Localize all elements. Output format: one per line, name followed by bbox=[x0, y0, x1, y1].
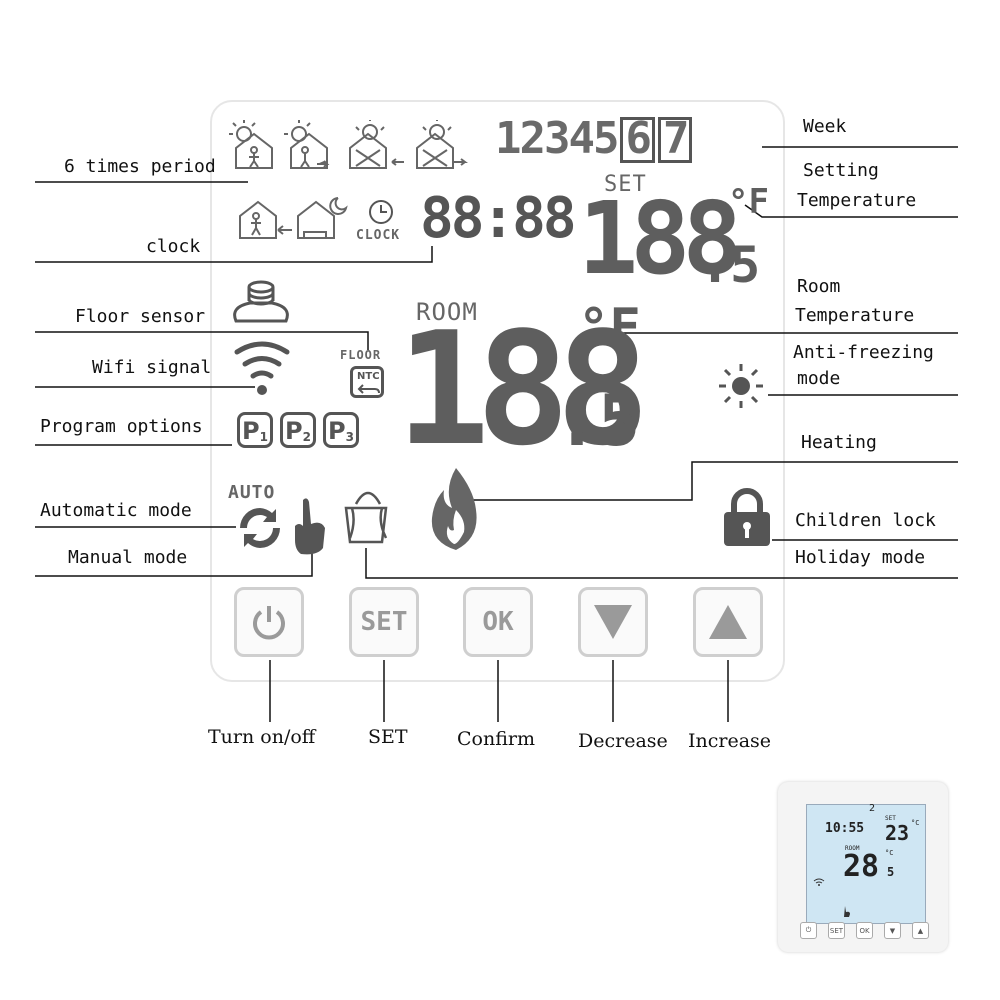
set-unit: °F bbox=[728, 182, 769, 222]
photo-set-unit: °C bbox=[911, 819, 920, 827]
label-increase: Increase bbox=[688, 730, 772, 752]
label-program-options: Program options bbox=[40, 416, 203, 437]
label-six-times-period: 6 times period bbox=[64, 156, 216, 177]
set-button[interactable]: SET bbox=[349, 587, 419, 657]
ok-button[interactable]: OK bbox=[463, 587, 533, 657]
auto-label: AUTO bbox=[228, 482, 276, 503]
room-decimal: .5 bbox=[556, 380, 641, 462]
photo-set-button: SET bbox=[828, 922, 845, 939]
photo-hand-icon bbox=[844, 906, 850, 917]
line-heating bbox=[468, 461, 958, 501]
set-button-label: SET bbox=[360, 607, 408, 637]
power-icon bbox=[253, 606, 285, 640]
room-unit: °F bbox=[578, 298, 641, 358]
ok-button-label: OK bbox=[482, 607, 514, 637]
wifi-icon bbox=[234, 341, 290, 395]
set-decimal: .5 bbox=[700, 236, 761, 294]
ntc-arrow-icon bbox=[357, 384, 380, 394]
clock-icon bbox=[369, 200, 393, 224]
photo-screen: 2 10:55 SET 23 °C ROOM 28 5 °C bbox=[806, 803, 926, 924]
photo-wifi-icon bbox=[813, 878, 825, 886]
photo-set-label: SET bbox=[885, 815, 896, 822]
lock-icon bbox=[724, 488, 770, 546]
photo-room-label: ROOM bbox=[845, 845, 860, 852]
sun-house-icon bbox=[229, 120, 273, 169]
label-set-temperature: Temperature bbox=[797, 190, 917, 211]
label-room-temperature: Temperature bbox=[795, 305, 915, 326]
photo-power-button: ⏻ bbox=[800, 922, 817, 939]
line-floor bbox=[35, 331, 369, 350]
line-holiday bbox=[365, 548, 958, 579]
photo-down-button: ▼ bbox=[884, 922, 901, 939]
set-label: SET bbox=[604, 172, 647, 197]
line-manual bbox=[35, 548, 313, 577]
photo-room-temp: 28 bbox=[843, 849, 880, 884]
label-heating: Heating bbox=[801, 432, 877, 453]
label-clock: clock bbox=[146, 236, 201, 257]
room-temperature: 188 bbox=[396, 298, 650, 480]
week-day-6: 6 bbox=[620, 117, 655, 163]
bag-icon bbox=[344, 491, 388, 544]
floor-label: FLOOR bbox=[340, 348, 382, 362]
sun-house-cross-arrow-icon bbox=[416, 120, 468, 169]
photo-up-button: ▲ bbox=[912, 922, 929, 939]
label-setting: Setting bbox=[803, 160, 879, 181]
photo-ok-button: OK bbox=[856, 922, 873, 939]
photo-room-unit: °C bbox=[885, 849, 894, 857]
up-triangle-icon bbox=[709, 605, 747, 639]
label-decrease: Decrease bbox=[578, 730, 668, 752]
label-set: SET bbox=[368, 726, 408, 748]
photo-time: 10:55 bbox=[825, 821, 865, 836]
label-floor-sensor: Floor sensor bbox=[75, 306, 206, 327]
product-photo: 2 10:55 SET 23 °C ROOM 28 5 °C ⏻ SET OK … bbox=[778, 782, 948, 952]
ntc-label: NTC bbox=[357, 371, 380, 382]
label-room: Room bbox=[797, 276, 841, 297]
flame-icon bbox=[431, 468, 477, 550]
label-anti-freezing: Anti-freezing bbox=[793, 342, 934, 363]
sun-icon bbox=[719, 364, 763, 408]
sun-house-arrow-icon bbox=[284, 120, 330, 169]
down-triangle-icon bbox=[594, 605, 632, 639]
line-clock bbox=[35, 246, 433, 263]
photo-day: 2 bbox=[869, 803, 876, 814]
label-manual-mode: Manual mode bbox=[68, 547, 188, 568]
power-button[interactable] bbox=[234, 587, 304, 657]
label-confirm: Confirm bbox=[457, 728, 535, 750]
house-person-arrow-icon bbox=[239, 200, 292, 239]
photo-set-temp: 23 bbox=[885, 821, 910, 845]
increase-button[interactable] bbox=[693, 587, 763, 657]
label-holiday-mode: Holiday mode bbox=[795, 547, 926, 568]
clock-label: CLOCK bbox=[356, 228, 401, 243]
label-week: Week bbox=[803, 116, 847, 137]
week-digits: 12345 bbox=[495, 113, 619, 164]
hand-icon bbox=[295, 498, 325, 555]
set-temperature: 188 bbox=[578, 180, 743, 297]
house-moon-icon bbox=[297, 197, 348, 239]
label-turn-on-off: Turn on/off bbox=[208, 726, 316, 748]
refresh-icon bbox=[240, 508, 280, 548]
floor-sensor-icon bbox=[233, 280, 289, 323]
ntc-icon: NTC bbox=[350, 366, 384, 398]
label-children-lock: Children lock bbox=[795, 510, 936, 531]
clock-time: 88:88 bbox=[420, 186, 577, 251]
line-set-temp bbox=[744, 204, 958, 218]
label-automatic-mode: Automatic mode bbox=[40, 500, 192, 521]
label-mode: mode bbox=[797, 368, 841, 389]
week-day-7: 7 bbox=[657, 117, 693, 163]
period-icons bbox=[229, 120, 468, 239]
label-wifi-signal: Wifi signal bbox=[92, 357, 212, 378]
room-label: ROOM bbox=[416, 298, 478, 326]
photo-room-decimal: 5 bbox=[887, 865, 895, 879]
sun-house-cross-icon bbox=[349, 120, 404, 169]
decrease-button[interactable] bbox=[578, 587, 648, 657]
